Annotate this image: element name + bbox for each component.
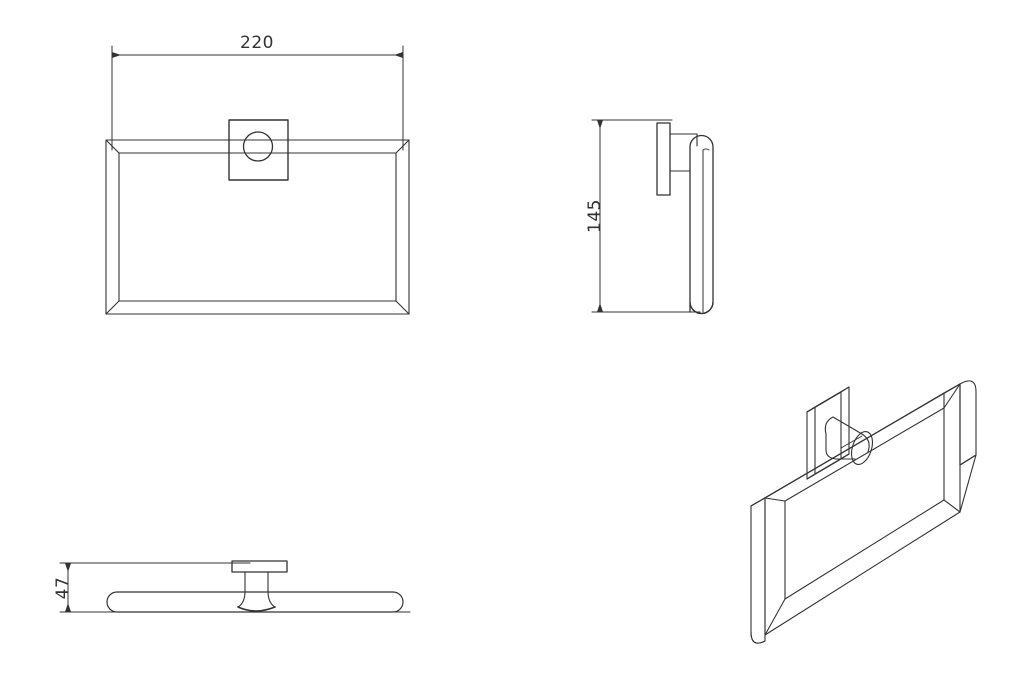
- iso-plate-bottom: [814, 453, 850, 475]
- iso-ring-outer-face: [764, 383, 961, 636]
- view-top-plan: [59, 560, 411, 613]
- front-bar-through-plate: [228, 139, 289, 154]
- front-extension-lines: [111, 45, 404, 151]
- side-ring-inner-profile: [702, 148, 710, 313]
- iso-plate-edge: [806, 406, 816, 480]
- side-ring-bottom-cap: [689, 301, 714, 315]
- dimension-label-145: 145: [585, 199, 605, 233]
- view-isometric: [750, 380, 977, 644]
- side-ring-outer-profile: [689, 134, 714, 315]
- iso-bar-top-edge: [750, 392, 945, 507]
- front-mount-plate: [228, 119, 289, 181]
- iso-ring-left-cap: [750, 497, 766, 644]
- iso-wall-plate: [806, 386, 850, 480]
- top-ring-bar: [106, 591, 404, 613]
- side-wall-plate: [656, 122, 671, 196]
- iso-ring-right-inner: [959, 454, 977, 513]
- iso-ring-right-cap-bottom: [959, 454, 977, 466]
- iso-ring-inner-opening: [784, 407, 945, 600]
- iso-plate-face: [806, 391, 842, 480]
- iso-ring-frame: [764, 383, 961, 636]
- top-extension-lines: [59, 562, 411, 613]
- iso-post-end-ellipse: [850, 431, 874, 465]
- dimension-label-220: 220: [240, 33, 274, 53]
- view-side-elevation: [591, 119, 714, 315]
- dimension-label-47: 47: [53, 577, 73, 600]
- front-ring-inner: [118, 152, 397, 302]
- iso-post-body-left: [825, 433, 837, 460]
- view-front-elevation: [105, 45, 410, 315]
- iso-bar-top-corner: [943, 383, 961, 394]
- iso-bar-behind-post: [840, 435, 863, 449]
- top-post-left: [237, 571, 246, 608]
- side-extension-lines: [591, 119, 701, 313]
- iso-ring-left-cap-round: [750, 631, 766, 644]
- iso-post: [824, 416, 874, 465]
- iso-post-body-top: [824, 416, 870, 453]
- iso-ring-right-cap: [959, 380, 977, 466]
- front-ring-outer: [105, 139, 410, 315]
- front-ring-miters: [105, 139, 410, 315]
- top-post-right: [267, 571, 276, 608]
- iso-plate-top: [806, 386, 850, 413]
- top-wall-plate: [231, 560, 288, 573]
- top-post-base-flare: [237, 606, 276, 612]
- front-post-circle: [242, 131, 274, 162]
